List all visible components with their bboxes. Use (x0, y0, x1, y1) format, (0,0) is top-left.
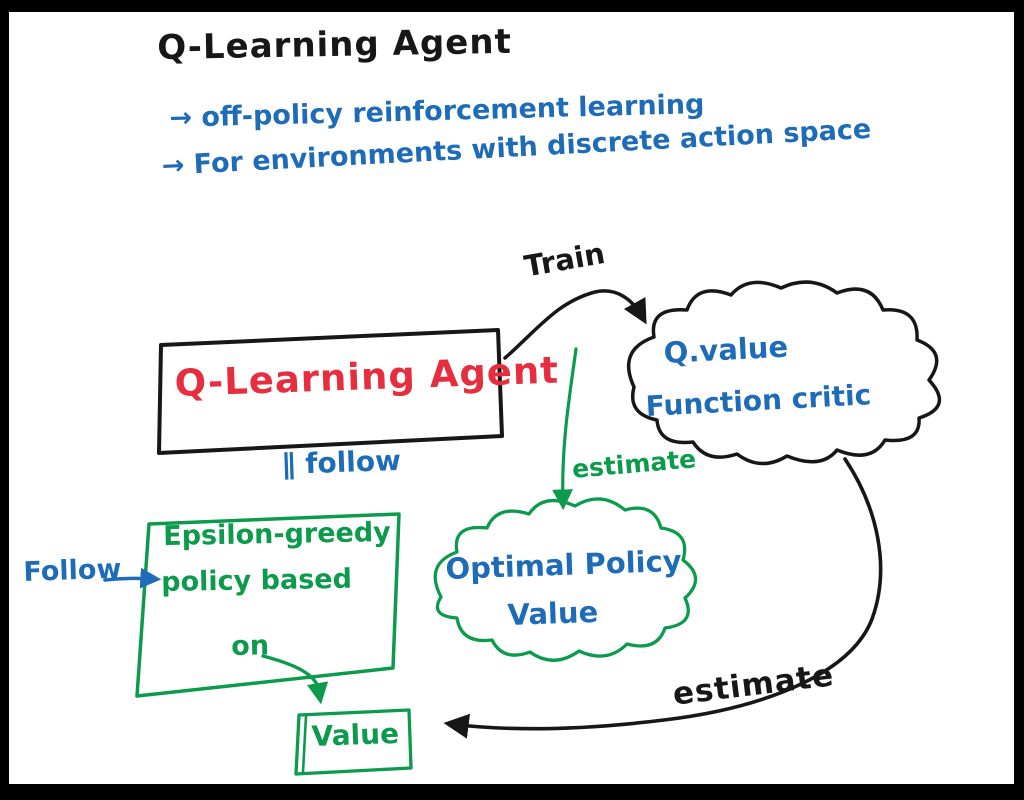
policy-box-line2: policy based (160, 563, 353, 598)
agent-box-outline (157, 328, 504, 455)
policy-box-line1: Epsilon-greedy (162, 517, 392, 552)
value-arrow (261, 654, 329, 705)
follow-left-label: Follow (22, 553, 122, 588)
diagram-strokes (103, 280, 942, 776)
follow-inline-label: ∥ follow (280, 443, 402, 481)
train-arrow (503, 289, 647, 360)
policy-box-outline (135, 512, 401, 698)
value-box-outline (294, 708, 413, 776)
follow-arrow (103, 567, 162, 589)
estimate-arrow-green (552, 347, 578, 511)
optimal-cloud-shape (433, 497, 698, 662)
critic-cloud-shape (626, 280, 942, 466)
estimate-arrow-black (443, 457, 883, 739)
critic-cloud-line1: Q.value (662, 329, 789, 370)
page-title: Q-Learning Agent (156, 21, 513, 68)
value-box-label: Value (310, 716, 400, 753)
optimal-cloud-line2: Value (506, 594, 599, 632)
value-box-inner-edge (301, 714, 308, 774)
policy-box-line3: on (230, 630, 270, 662)
